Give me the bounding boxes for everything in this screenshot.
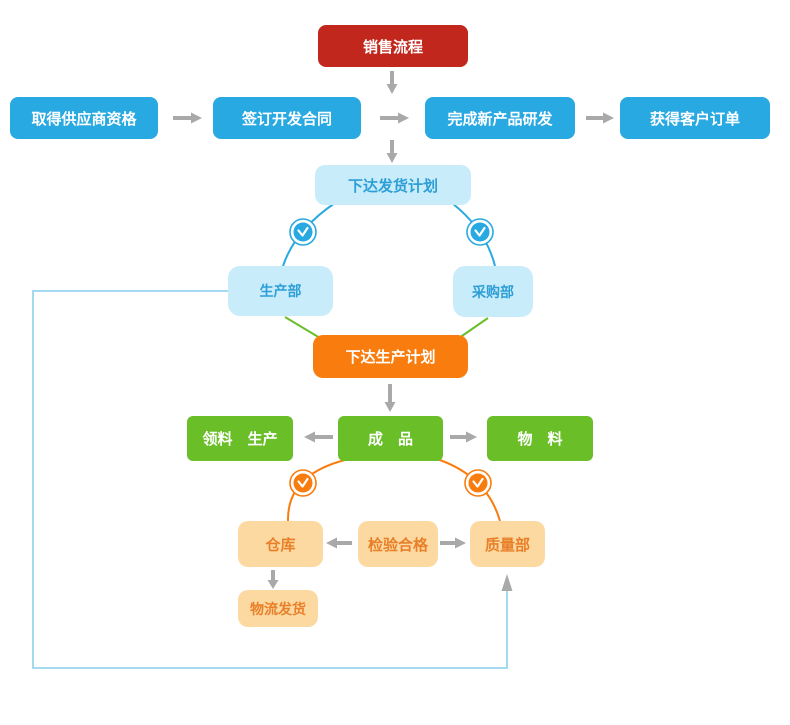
arrow-right-icon [380,112,409,124]
node-inspection-pass: 检验合格 [358,521,438,567]
clock-icon [464,469,492,497]
node-new-product-rd: 完成新产品研发 [425,97,575,139]
node-warehouse: 仓库 [238,521,323,567]
node-finished-goods: 成 品 [338,416,443,461]
node-delivery-plan: 下达发货计划 [315,165,471,205]
arrow-down-icon [386,140,398,163]
clock-icon [289,218,317,246]
arrow-right-icon [440,537,466,549]
arrow-up-icon [501,574,513,591]
node-purchasing-dept: 采购部 [453,266,533,317]
arrow-down-icon [386,71,398,94]
node-development-contract: 签订开发合同 [213,97,361,139]
node-material-pick-production: 领料 生产 [187,416,293,461]
arrow-down-icon [384,384,396,412]
arrow-right-icon [450,431,477,443]
edge-purchasing-to-plan [458,317,489,339]
node-logistics-shipping: 物流发货 [238,590,318,627]
arrow-right-icon [173,112,202,124]
clock-icon [289,469,317,497]
edge-production-to-plan [284,316,321,339]
arrow-down-icon [267,570,279,589]
arrow-left-icon [326,537,352,549]
edge-loop-line [32,290,508,669]
clock-icon [466,218,494,246]
node-production-dept: 生产部 [228,266,333,316]
node-materials: 物 料 [487,416,593,461]
node-sales-process: 销售流程 [318,25,468,67]
node-supplier-qualification: 取得供应商资格 [10,97,158,139]
node-production-plan: 下达生产计划 [313,335,468,378]
node-customer-order: 获得客户订单 [620,97,770,139]
node-quality-dept: 质量部 [470,521,545,567]
arrow-right-icon [586,112,614,124]
arrow-left-icon [304,431,333,443]
